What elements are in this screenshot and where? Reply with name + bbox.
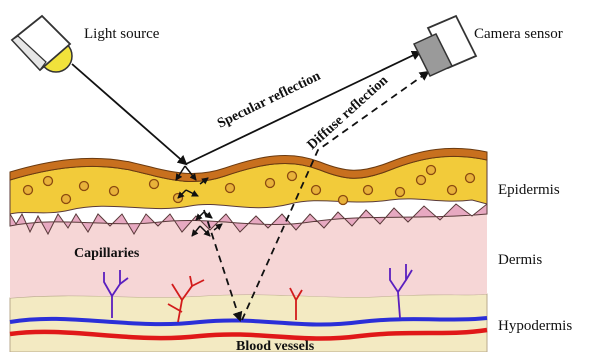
light-source-icon bbox=[12, 16, 72, 72]
hypodermis-label: Hypodermis bbox=[498, 318, 572, 334]
capillaries-label: Capillaries bbox=[74, 246, 140, 261]
incident-light-ray bbox=[72, 64, 186, 164]
blood-vessels-label: Blood vessels bbox=[236, 339, 315, 352]
camera-sensor-label: Camera sensor bbox=[474, 26, 563, 42]
camera-sensor-icon bbox=[414, 16, 476, 76]
specular-reflection-ray bbox=[186, 52, 420, 164]
light-source-label: Light source bbox=[84, 26, 160, 42]
specular-reflection-label: Specular reflection bbox=[215, 69, 323, 132]
epidermis-label: Epidermis bbox=[498, 182, 560, 198]
diffuse-reflection-label: Diffuse reflection bbox=[305, 73, 392, 153]
dermis-label: Dermis bbox=[498, 252, 542, 268]
